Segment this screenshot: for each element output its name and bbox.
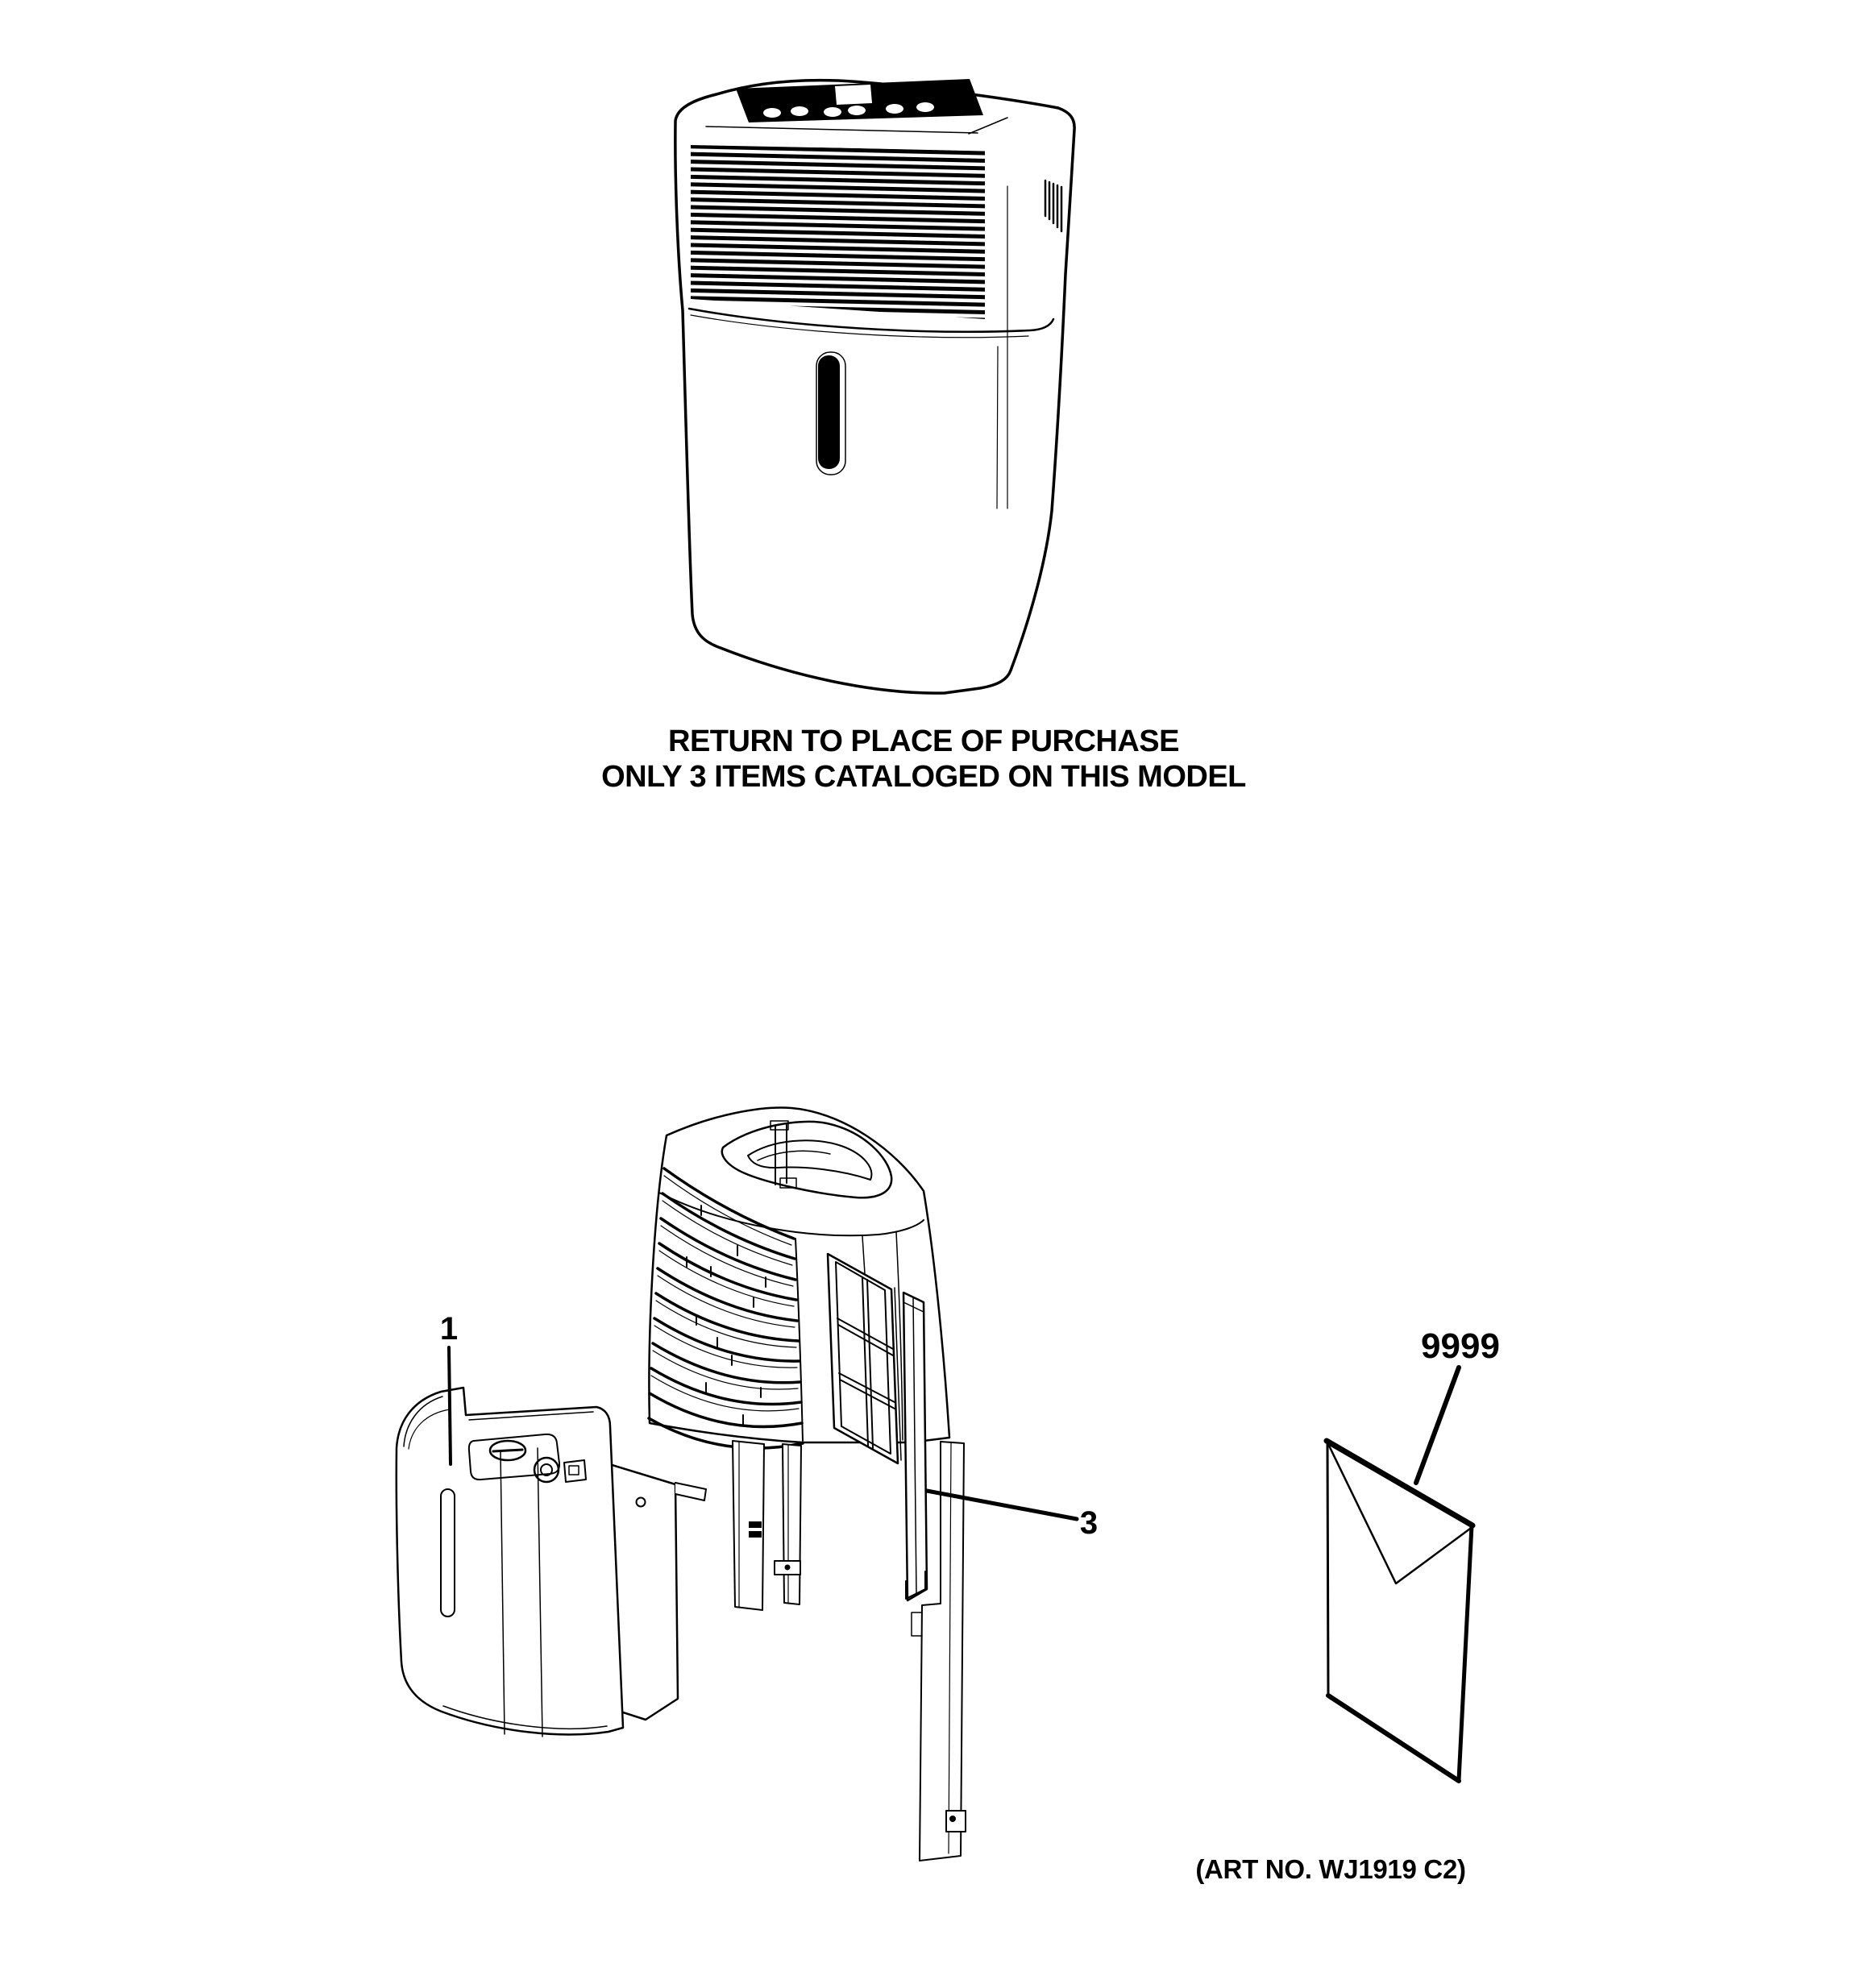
bucket-outline [395, 1386, 625, 1736]
part-label-bucket: 1 [439, 1311, 459, 1347]
art-number: (ART NO. WJ1919 C2) [1195, 1854, 1466, 1884]
side-vent [1044, 179, 1063, 233]
filter-frame [826, 1252, 899, 1465]
exploded-view [395, 1106, 1476, 1861]
caption-line-1: RETURN TO PLACE OF PURCHASE [668, 724, 1179, 758]
dehumidifier-figure [674, 78, 1076, 695]
panel-button [763, 108, 781, 118]
caption: RETURN TO PLACE OF PURCHASE ONLY 3 ITEMS… [601, 724, 1246, 795]
leader-line-1 [447, 1346, 452, 1466]
envelope-flap [1327, 1444, 1472, 1585]
panel-legs [732, 1440, 966, 1861]
bucket-slot [816, 351, 846, 475]
panel-button [791, 106, 808, 116]
bucket-part-figure [395, 1386, 707, 1737]
leader-line-3 [924, 1488, 1079, 1521]
panel-button [848, 106, 866, 115]
panel-button [824, 107, 841, 117]
display-window [835, 85, 872, 105]
control-panel [736, 79, 983, 122]
caption-line-2: ONLY 3 ITEMS CATALOGED ON THIS MODEL [601, 760, 1246, 794]
part-label-literature-kit: 9999 [1421, 1326, 1500, 1366]
leader-line-9999 [1414, 1365, 1461, 1485]
part-label-filter: 3 [1079, 1505, 1099, 1541]
filter-figure [826, 1252, 928, 1602]
curved-louvers [647, 1167, 804, 1450]
bucket-window-slot [440, 1488, 455, 1617]
panel-button [886, 104, 903, 114]
handle-recess [721, 1120, 893, 1199]
envelope-icon [1323, 1438, 1476, 1783]
front-grille [691, 145, 985, 319]
panel-button [916, 102, 934, 112]
